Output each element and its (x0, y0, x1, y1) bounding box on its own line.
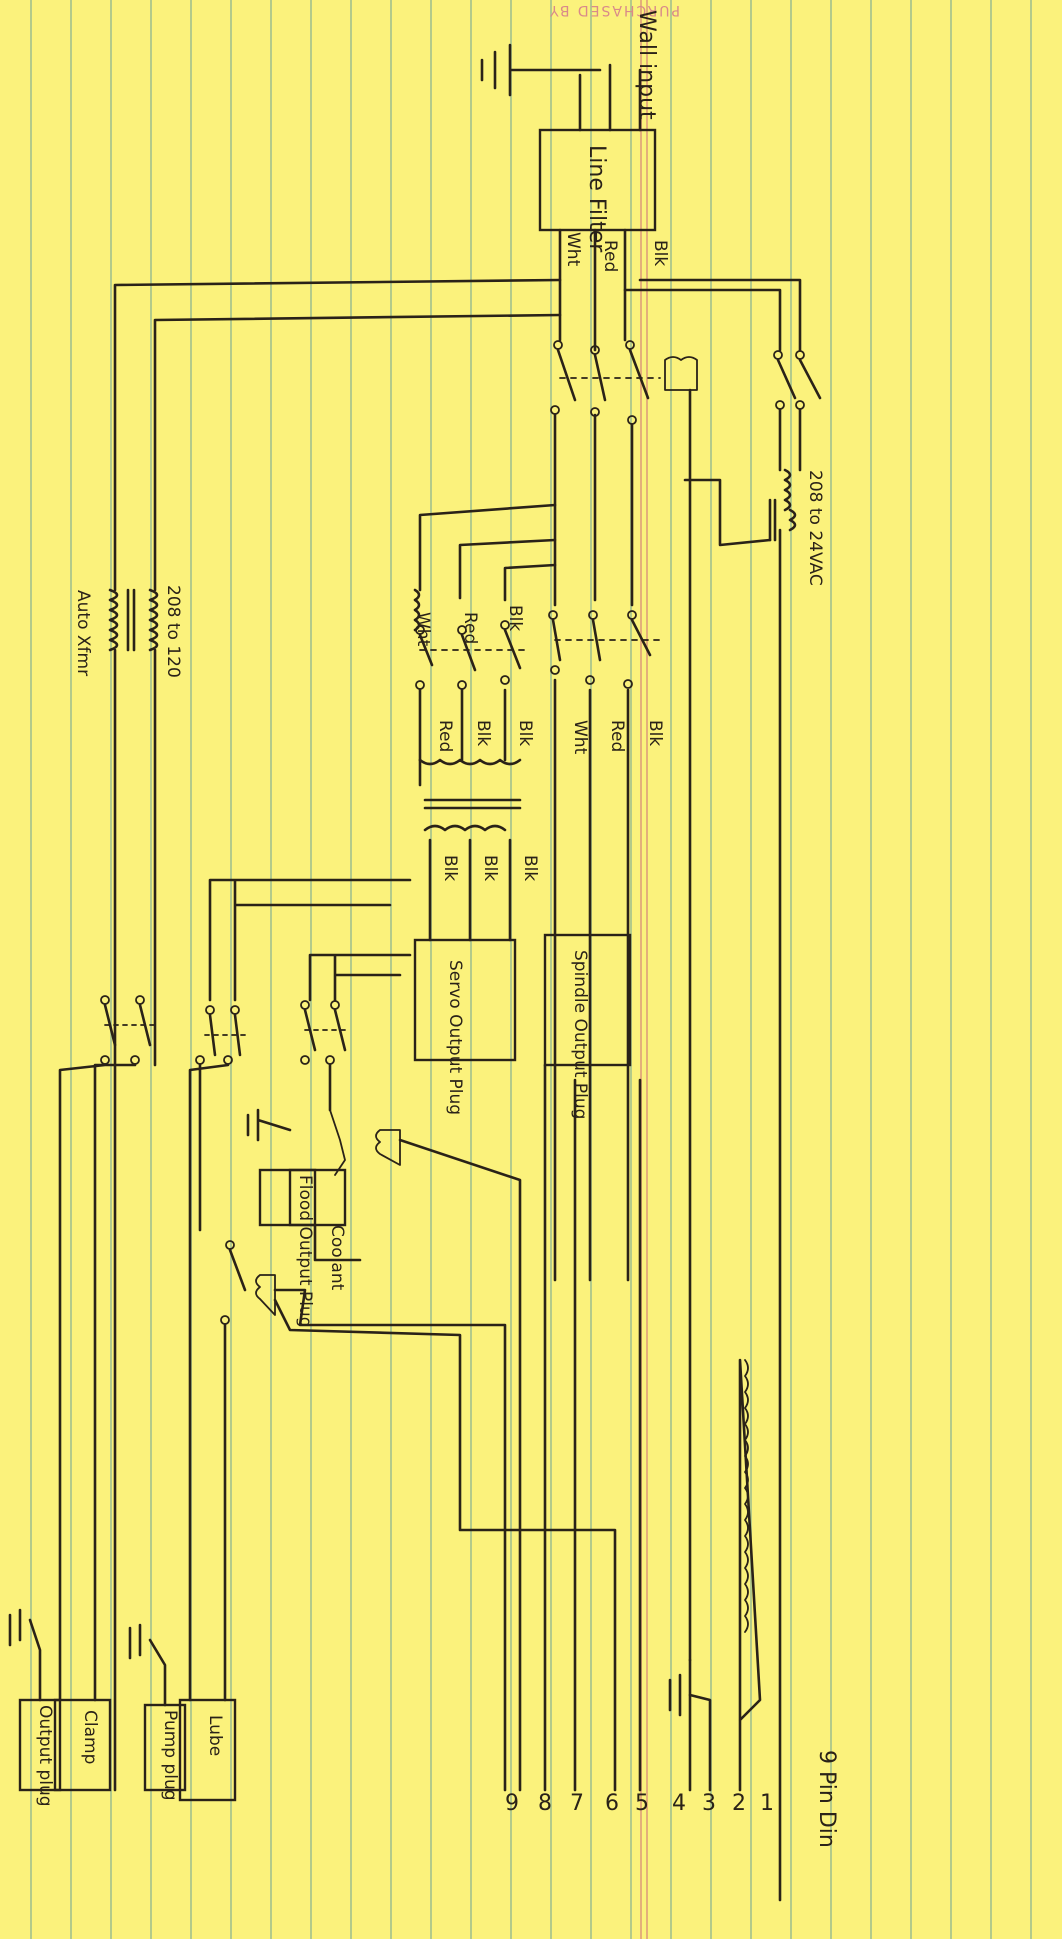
spindle-output-plug-label: Spindle Output Plug (570, 950, 590, 1119)
auto-xfmr-name-label: Auto Xfmr (73, 590, 93, 676)
wire-blk-label-6: Blk (520, 855, 540, 881)
wire-blk-label-5: Blk (473, 720, 493, 746)
ground-symbol-flood (246, 1108, 292, 1142)
servo-output-plug-box (413, 938, 517, 1062)
relay-feed-flood (308, 953, 412, 1002)
wire-blk-label-2: Blk (505, 605, 525, 631)
stamp-text: PURCHASED BY (548, 2, 680, 18)
din-pin-6: 6 (605, 1791, 619, 1816)
pump-plug-label: Pump plug (160, 1710, 180, 1801)
din-pin-1: 1 (760, 1791, 774, 1816)
wire-blk-label-7: Blk (480, 855, 500, 881)
servo-transformer-primary (418, 688, 522, 787)
din-pin-8: 8 (538, 1791, 552, 1816)
control-transformer (768, 468, 797, 542)
wire-wht-label-3: Wht (570, 720, 590, 755)
ground-symbol-clamp (8, 1608, 42, 1702)
flood-plug-outer (288, 1168, 347, 1227)
clamp-label: Clamp (80, 1710, 100, 1764)
servo-relay (415, 620, 526, 690)
flood-relay (300, 1000, 351, 1065)
primary-coils (413, 588, 421, 632)
spindle-output-wires (553, 678, 630, 1282)
coil-feeds (418, 503, 557, 602)
control-xfmr-label: 208 to 24VAC (805, 470, 825, 586)
wire-wht-label-1: Wht (563, 232, 583, 267)
wire-blk-label-1: Blk (650, 240, 670, 266)
lube-label: Lube (205, 1715, 225, 1756)
control-secondary (683, 478, 782, 1902)
lube-lines (188, 1063, 230, 1702)
ground-symbol-lube (128, 1623, 167, 1707)
lube-switch (220, 1240, 247, 1325)
control-branch (623, 278, 802, 352)
wire-red-label-4: Red (435, 720, 455, 752)
flood-output-plug-label: Flood Output Plug (295, 1175, 315, 1328)
control-transformer-switch (773, 350, 822, 410)
control-primary (778, 408, 802, 472)
coolant-label: Coolant (327, 1225, 347, 1291)
coolant-link (313, 1223, 362, 1262)
autotransformer-feed (113, 278, 562, 592)
din-pin-9: 9 (505, 1791, 519, 1816)
flood-plug-inner (258, 1168, 317, 1227)
clamp-box (53, 1698, 112, 1792)
wire-blk-label-4: Blk (515, 720, 535, 746)
wire-blk-label-3: Blk (645, 720, 665, 746)
line-filter-box (538, 128, 657, 232)
wire-red-label-3: Red (607, 720, 627, 752)
margin-line-2 (646, 0, 648, 1939)
din-pin-7: 7 (570, 1791, 584, 1816)
servo-xfmr-core (423, 798, 522, 810)
ground-symbol-pin3 (668, 1673, 712, 1792)
spindle-relay (548, 610, 661, 689)
pin2-line (738, 1358, 762, 1792)
wire-red-label-2: Red (460, 612, 480, 644)
input-wires (578, 63, 642, 132)
servo-transformer-secondary (423, 824, 512, 942)
auto-xfmr-ratio-label: 208 to 120 (163, 585, 183, 678)
din-connector-title: 9 Pin Din (814, 1750, 839, 1848)
control-relay-coil-top (664, 356, 698, 1662)
autotransformer-secondary (113, 648, 157, 1792)
lube-box (178, 1698, 237, 1802)
wire-wht-label-2: Wht (413, 612, 433, 647)
din-pin-4: 4 (672, 1791, 686, 1816)
main-contactor (550, 340, 661, 425)
coil-chain (744, 1359, 749, 1633)
clamp-lines (58, 1063, 137, 1702)
clamp-relay (100, 995, 156, 1065)
filter-output-wires (558, 228, 627, 352)
servo-output-plug-label: Servo Output Plug (445, 960, 465, 1115)
wire-blk-label-8: Blk (440, 855, 460, 881)
lube-relay (195, 1005, 246, 1065)
wire-red-label-1: Red (600, 240, 620, 272)
line-filter-label: Line Filter (584, 145, 609, 253)
flood-coil (328, 1063, 522, 1792)
relay-feed-clamp (208, 878, 412, 1002)
main-to-spindle (553, 413, 634, 607)
wall-input-label: Wall input (634, 10, 659, 120)
din-pin-2: 2 (732, 1791, 746, 1816)
margin-line (640, 0, 642, 1939)
din-pin-3: 3 (702, 1791, 716, 1816)
ground-symbol-top (480, 43, 602, 97)
auto-transformer (108, 588, 159, 652)
din-pin-5: 5 (635, 1791, 649, 1816)
coolant-coil (255, 1274, 617, 1792)
pin-lines-main (543, 1063, 642, 1792)
clamp-output-plug-label: Output plug (35, 1705, 55, 1807)
spindle-output-plug-box (543, 933, 632, 1067)
